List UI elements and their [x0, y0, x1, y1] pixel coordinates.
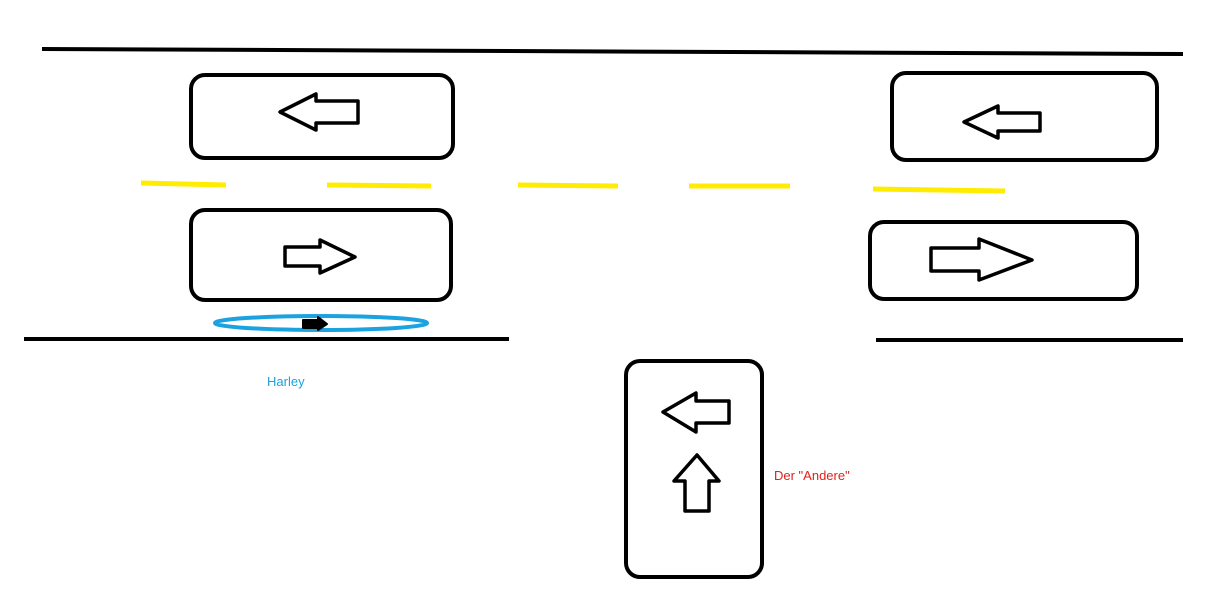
- car-body: [868, 220, 1139, 301]
- arrow-left-icon: [962, 104, 1042, 140]
- center-dash: [140, 180, 227, 188]
- harley-highlight: [213, 314, 429, 332]
- car-lower-left: [189, 208, 453, 302]
- car-body: [624, 359, 764, 579]
- harley-motorcycle: [213, 314, 429, 332]
- arrow-up-icon: [672, 453, 721, 513]
- arrow-right-icon: [283, 238, 357, 275]
- car-side-road: [624, 359, 764, 579]
- car-upper-right: [890, 71, 1159, 162]
- road-edge-top: [41, 47, 1184, 56]
- car-lower-right: [868, 220, 1139, 301]
- center-dash: [872, 186, 1006, 194]
- arrow-left-icon: [661, 391, 731, 434]
- arrow-right-icon: [302, 316, 328, 331]
- harley-label: Harley: [267, 374, 305, 389]
- center-line: [140, 180, 1006, 194]
- car-body: [189, 208, 453, 302]
- arrow-right-icon: [929, 237, 1034, 282]
- center-dash: [326, 182, 432, 189]
- center-dash: [517, 182, 619, 189]
- car-body: [189, 73, 455, 160]
- car-upper-left: [189, 73, 455, 160]
- arrow-left-icon: [278, 92, 360, 132]
- car-body: [890, 71, 1159, 162]
- other-driver-label: Der "Andere": [774, 468, 850, 483]
